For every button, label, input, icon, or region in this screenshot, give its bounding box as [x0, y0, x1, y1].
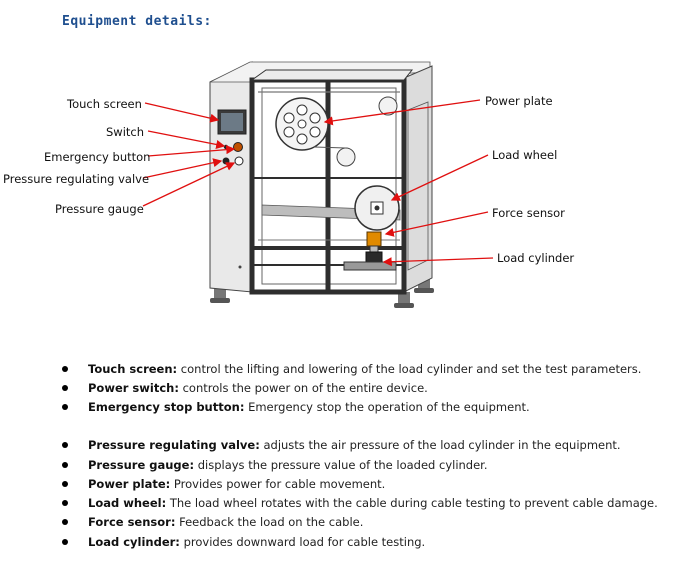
bullet-icon	[62, 442, 68, 448]
bullet-icon	[62, 404, 68, 410]
label-emergency-button: Emergency button	[44, 150, 151, 164]
bullet-icon	[62, 500, 68, 506]
label-switch: Switch	[106, 125, 145, 139]
bullet-icon	[62, 481, 68, 487]
power-plate	[275, 97, 329, 151]
force-sensor-block	[366, 231, 382, 247]
label-power-plate: Power plate	[485, 94, 553, 108]
cylinder-base	[343, 261, 397, 271]
label-load-cylinder: Load cylinder	[497, 251, 575, 265]
bullet-icon	[62, 385, 68, 391]
section-title: Equipment details:	[62, 14, 212, 29]
bullet-icon	[62, 366, 68, 372]
machine-feet	[210, 278, 434, 308]
equipment-diagram	[142, 61, 494, 308]
label-pressure-gauge: Pressure gauge	[55, 202, 144, 216]
load-wheel	[354, 185, 400, 231]
bullet-icon	[62, 519, 68, 525]
bullet-icon	[62, 462, 68, 468]
label-force-sensor: Force sensor	[492, 206, 565, 220]
label-touch-screen: Touch screen	[67, 97, 142, 111]
bullet-icon	[62, 539, 68, 545]
label-load-wheel: Load wheel	[492, 148, 558, 162]
label-pressure-valve: Pressure regulating valve	[3, 172, 150, 186]
callout-arrows	[142, 99, 494, 267]
